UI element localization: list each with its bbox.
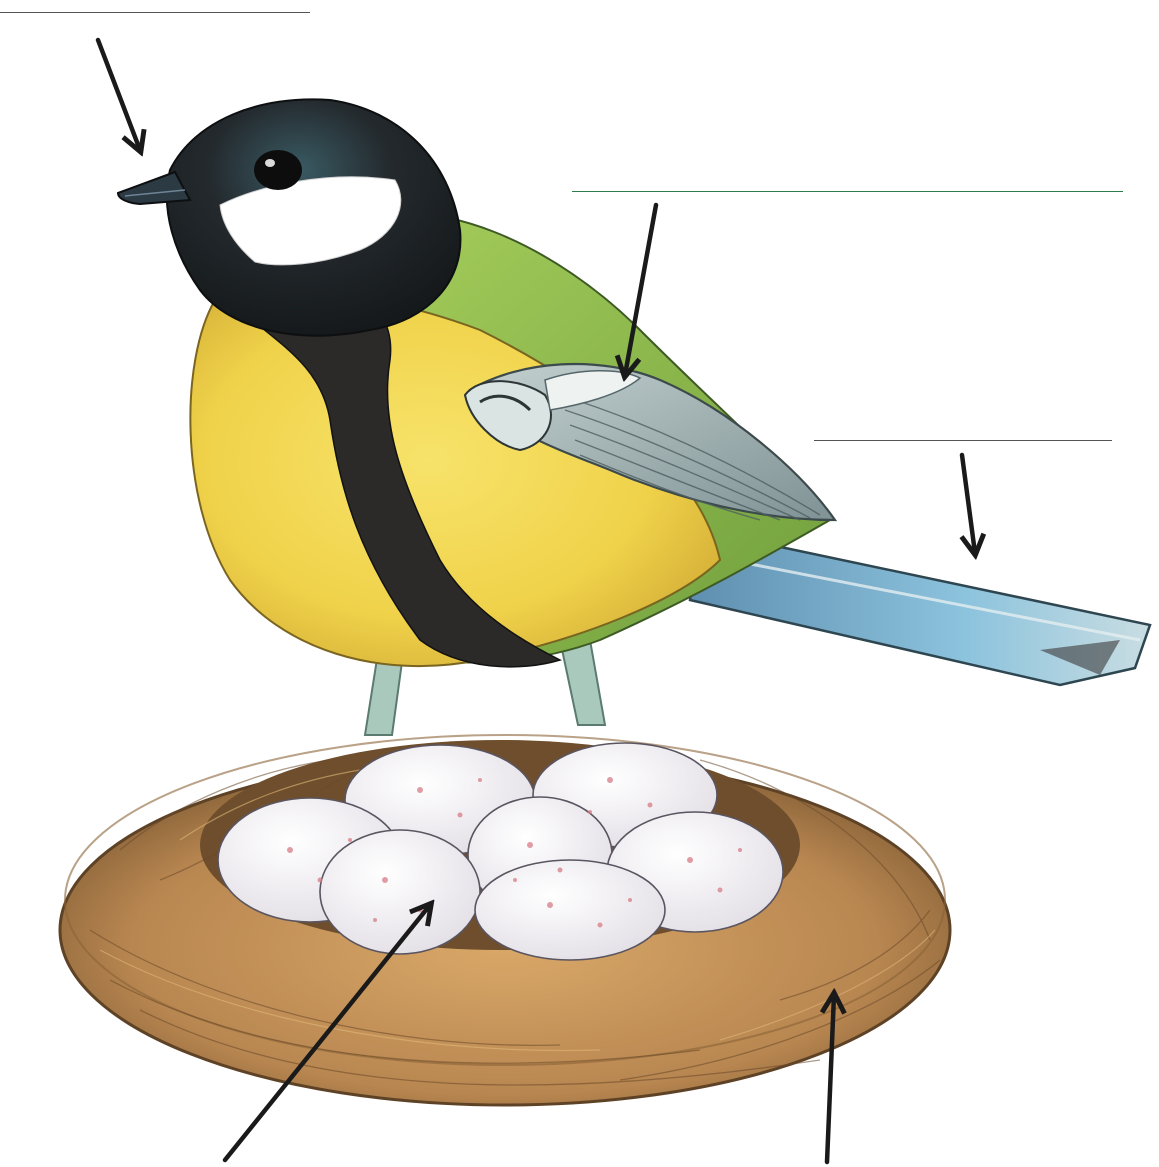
arrow-tail — [962, 455, 975, 553]
head — [118, 99, 460, 335]
arrow-beak — [98, 40, 140, 150]
